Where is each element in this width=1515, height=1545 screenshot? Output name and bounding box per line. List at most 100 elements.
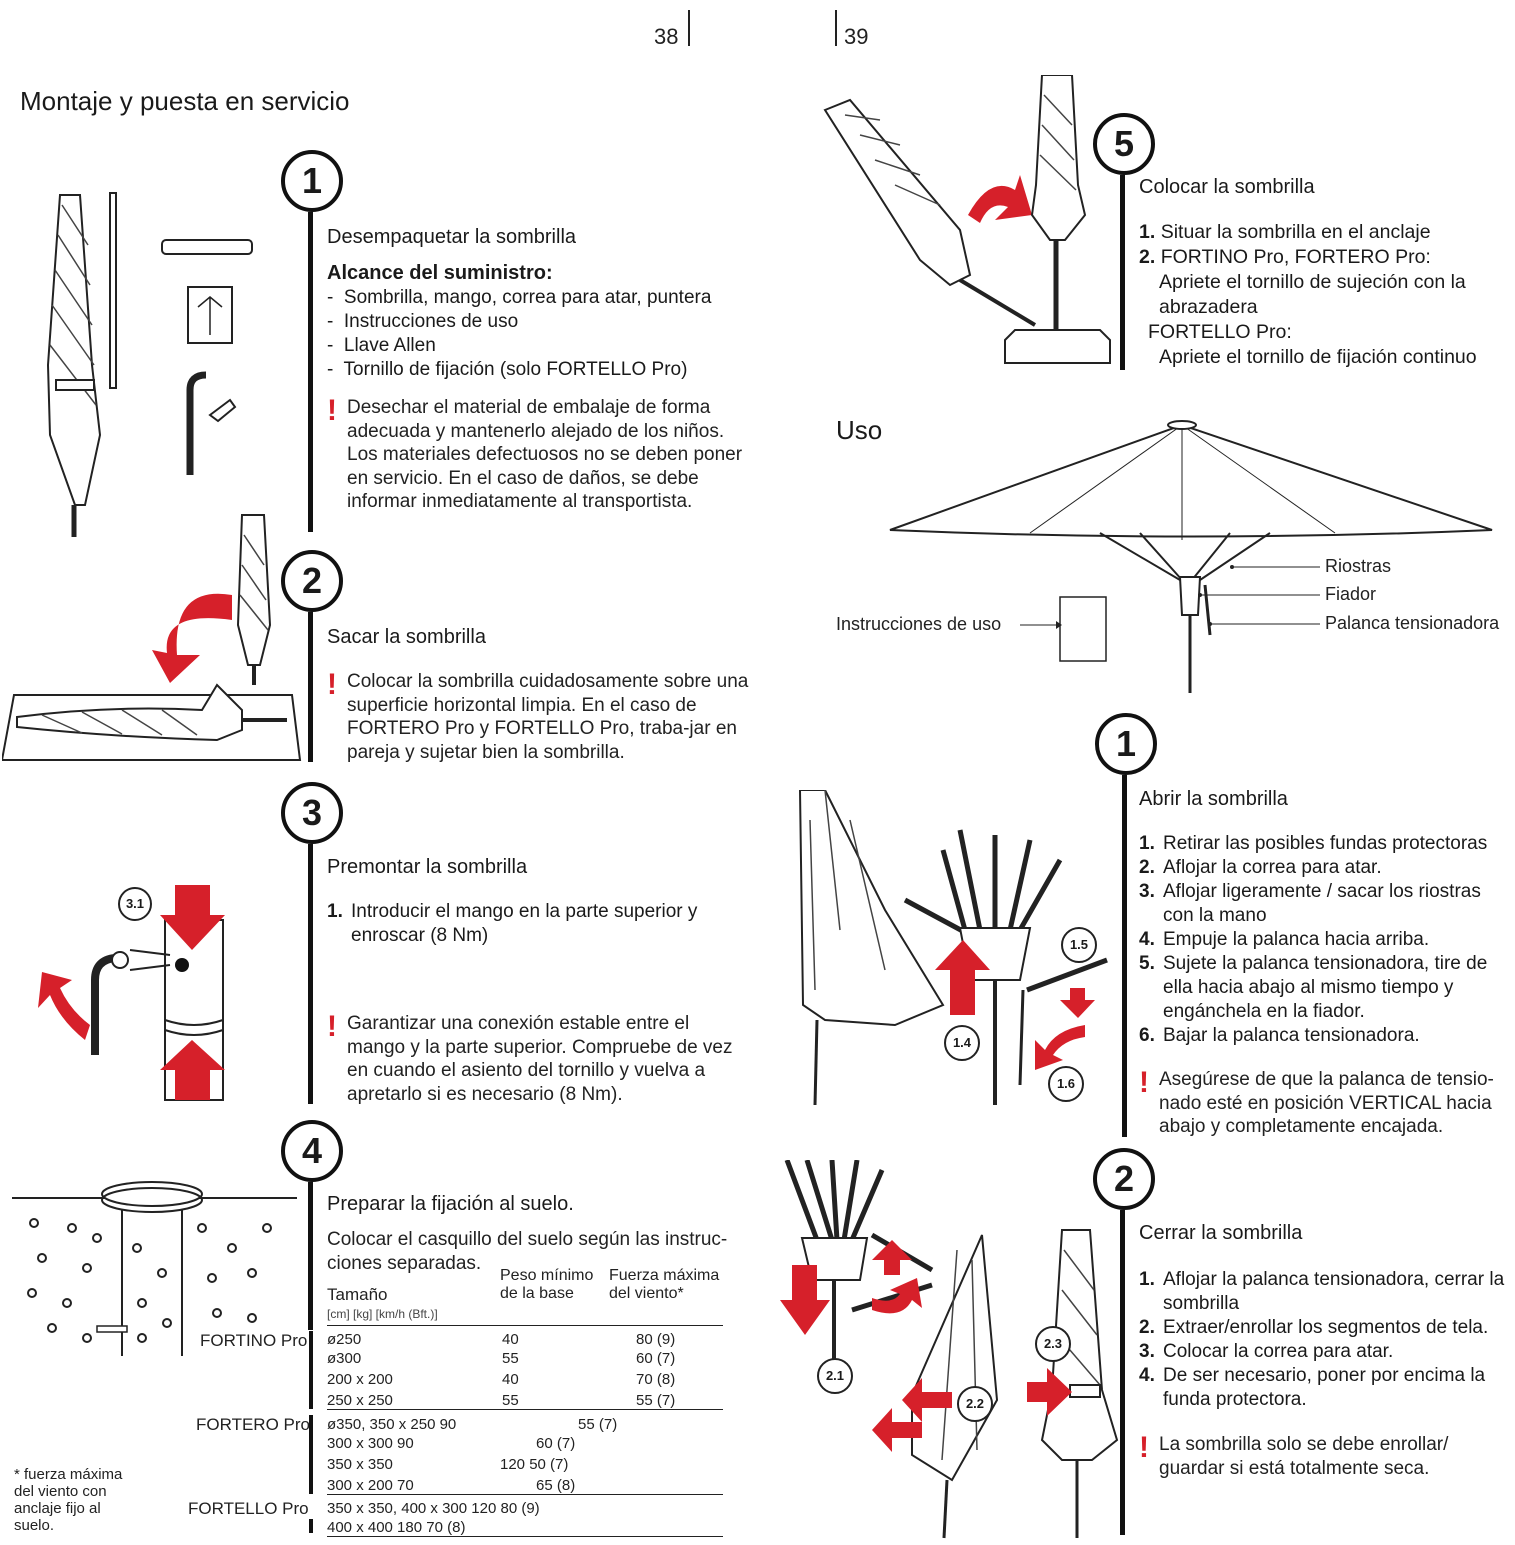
step-3-list: 1.Introducir el mango en la parte superi…	[327, 900, 747, 948]
table-cell: 300 x 300 90	[327, 1435, 414, 1452]
group-fortino: FORTINO Pro	[200, 1331, 308, 1350]
table-rule	[327, 1325, 723, 1326]
open-list: 1.Retirar las posibles fundas protectora…	[1139, 832, 1515, 1048]
table-cell: 55 (7)	[578, 1416, 618, 1433]
label-riostras: Riostras	[1325, 556, 1392, 576]
open-heading: Abrir la sombrilla	[1139, 788, 1288, 810]
list-item: - Tornillo de fijación (solo FORTELLO Pr…	[327, 359, 688, 380]
step-2-warning: ! Colocar la sombrilla cuidadosamente so…	[327, 668, 749, 763]
step-5-heading: Colocar la sombrilla	[1139, 176, 1315, 198]
table-cell: 40	[502, 1371, 519, 1388]
table-units: [cm] [kg] [km/h (Bft.)]	[327, 1307, 438, 1321]
list-item: - Sombrilla, mango, correa para atar, pu…	[327, 287, 712, 308]
table-cell: 55 (7)	[636, 1392, 676, 1409]
table-rule	[327, 1409, 723, 1410]
callout-1-5: 1.5	[1061, 927, 1097, 963]
list-item: 5.Sujete la palanca tensionadora, tire d…	[1139, 953, 1488, 1022]
list-item: 1.Aflojar la palanca tensionadora, cerra…	[1139, 1269, 1505, 1314]
list-item: 3.Aflojar ligeramente / sacar los riostr…	[1139, 881, 1481, 926]
callout-2-1: 2.1	[817, 1358, 853, 1394]
step-4-line	[308, 1182, 313, 1330]
step-4-badge: 4	[281, 1120, 343, 1182]
scope-title: Alcance del suministro:	[327, 262, 553, 284]
list-item: - Llave Allen	[327, 335, 436, 356]
step-3-warning: ! Garantizar una conexión estable entre …	[327, 1010, 733, 1105]
list-item: 2.Aflojar la correa para atar.	[1139, 857, 1382, 878]
table-cell: 60 (7)	[636, 1350, 676, 1367]
section-title-uso: Uso	[836, 415, 883, 445]
table-rule	[327, 1494, 723, 1495]
section-title-montaje: Montaje y puesta en servicio	[20, 86, 350, 116]
table-bar	[309, 1519, 313, 1533]
list-item: 1.Retirar las posibles fundas protectora…	[1139, 833, 1488, 854]
step-3-badge: 3	[281, 782, 343, 844]
remove-illustration	[2, 514, 302, 761]
table-cell: 350 x 350, 400 x 300 120 80 (9)	[327, 1500, 540, 1517]
label-fiador: Fiador	[1325, 584, 1377, 604]
callout-1-4: 1.4	[944, 1025, 980, 1061]
page-divider-left	[688, 10, 690, 46]
list-item: 4.De ser necesario, poner por encima la …	[1139, 1365, 1486, 1410]
table-footnote: * fuerza máxima del viento con anclaje f…	[14, 1466, 123, 1534]
warning-icon: !	[327, 394, 337, 427]
table-cell: 400 x 400 180 70 (8)	[327, 1519, 466, 1536]
table-cell: 40	[502, 1331, 519, 1348]
label-instrucciones: Instrucciones de uso	[836, 614, 1002, 634]
table-cell: 55	[502, 1350, 519, 1367]
step-1-warning: ! Desechar el material de embalaje de fo…	[327, 394, 743, 513]
close-warning: ! La sombrilla solo se debe enrollar/ gu…	[1139, 1431, 1449, 1479]
table-cell: 200 x 200	[327, 1371, 393, 1388]
place-umbrella-illustration	[823, 75, 1111, 364]
open-umbrella-illustration	[798, 790, 1108, 1106]
warning-icon: !	[327, 1010, 337, 1043]
table-bar	[309, 1415, 313, 1494]
table-cell: ø250	[327, 1331, 362, 1348]
step-1-line	[308, 212, 313, 532]
warning-icon: !	[1139, 1431, 1149, 1464]
table-cell: 60 (7)	[536, 1435, 576, 1452]
table-cell: 300 x 200 70	[327, 1477, 414, 1494]
page-divider-right	[835, 10, 837, 46]
warning-icon: !	[1139, 1066, 1149, 1099]
ground-anchor-illustration	[12, 1181, 297, 1356]
group-fortero: FORTERO Pro	[196, 1415, 310, 1434]
table-rule	[327, 1536, 723, 1537]
list-item: 6.Bajar la palanca tensionadora.	[1139, 1025, 1420, 1046]
table-cell: 250 x 250	[327, 1392, 393, 1409]
callout-2-2: 2.2	[957, 1386, 993, 1422]
table-bar	[309, 1331, 313, 1409]
list-item: 2.Extraer/enrollar los segmentos de tela…	[1139, 1317, 1489, 1338]
close-list: 1.Aflojar la palanca tensionadora, cerra…	[1139, 1268, 1515, 1412]
open-step-badge: 1	[1095, 713, 1157, 775]
list-item: 1.Introducir el mango en la parte superi…	[327, 901, 698, 946]
table-header-weight: Peso mínimo de la base	[500, 1267, 594, 1302]
step-5-list: 1. Situar la sombrilla en el anclaje 2. …	[1139, 221, 1477, 368]
step-2-badge: 2	[281, 550, 343, 612]
close-heading: Cerrar la sombrilla	[1139, 1222, 1303, 1244]
table-cell: ø350, 350 x 250 90	[327, 1416, 457, 1433]
step-3-heading: Premontar la sombrilla	[327, 856, 528, 878]
step-5-line	[1120, 175, 1125, 370]
step-1-heading: Desempaquetar la sombrilla	[327, 226, 577, 248]
step-2-heading: Sacar la sombrilla	[327, 626, 486, 648]
wind-table: Tamaño Peso mínimo de la base Fuerza máx…	[0, 1265, 760, 1545]
table-cell: 120 50 (7)	[500, 1456, 569, 1473]
step-4-text: Colocar el casquillo del suelo según las…	[327, 1229, 728, 1274]
callout-2-3: 2.3	[1035, 1326, 1071, 1362]
list-item: 3.Colocar la correa para atar.	[1139, 1341, 1394, 1362]
scope-list: - Sombrilla, mango, correa para atar, pu…	[327, 286, 747, 382]
list-item: 4.Empuje la palanca hacia arriba.	[1139, 929, 1430, 950]
table-cell: 80 (9)	[636, 1331, 676, 1348]
premount-illustration	[38, 885, 225, 1101]
list-item: - Instrucciones de uso	[327, 311, 519, 332]
table-header-size: Tamaño	[327, 1285, 388, 1304]
table-cell: 65 (8)	[536, 1477, 576, 1494]
step-1-badge: 1	[281, 150, 343, 212]
step-2-line	[308, 612, 313, 762]
table-cell: ø300	[327, 1350, 362, 1367]
label-palanca: Palanca tensionadora	[1325, 613, 1500, 633]
table-cell: 70 (8)	[636, 1371, 676, 1388]
table-header-wind: Fuerza máxima del viento*	[609, 1267, 720, 1302]
umbrella-diagram	[889, 420, 1493, 693]
open-step-line	[1122, 775, 1127, 1137]
